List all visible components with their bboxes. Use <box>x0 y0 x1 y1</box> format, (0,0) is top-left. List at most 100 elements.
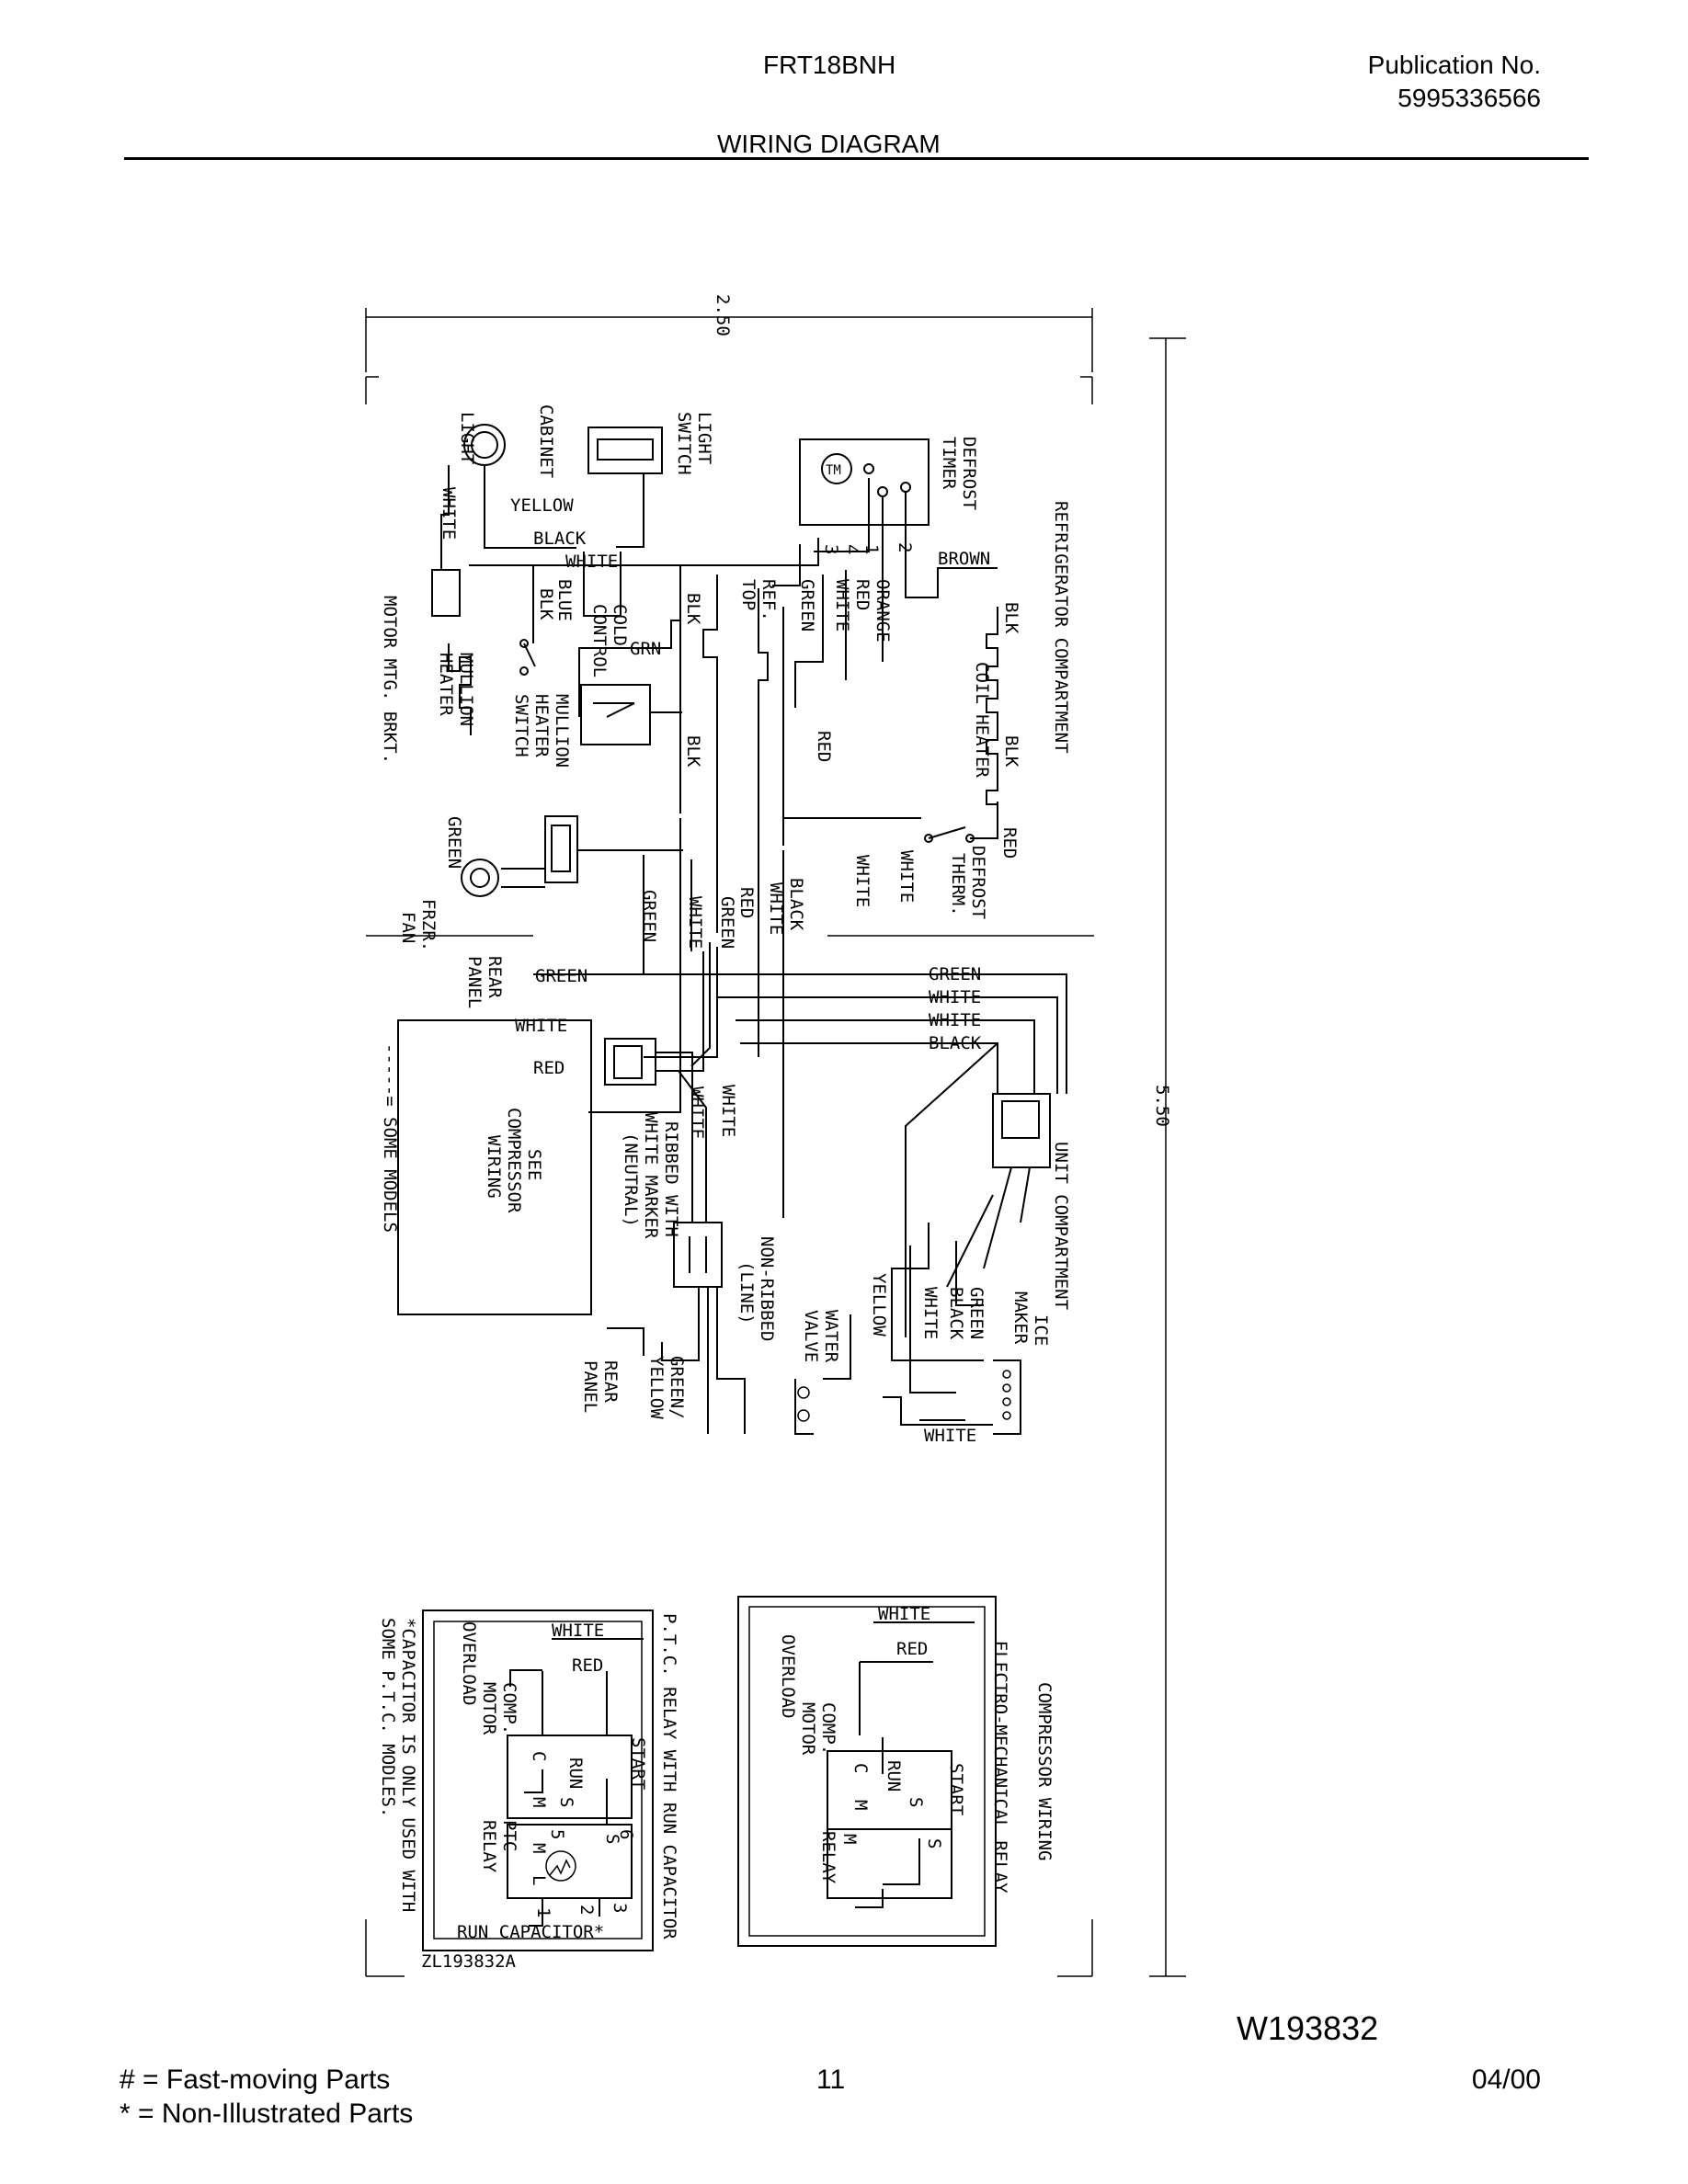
ptc-c-label: C <box>529 1751 549 1761</box>
water-valve-label-1: WATER <box>821 1310 841 1363</box>
mullion-heater <box>431 569 472 735</box>
wire-label-red-coil: RED <box>999 827 1020 859</box>
header-rule <box>124 157 1589 160</box>
ptc-white-label: WHITE <box>552 1621 604 1641</box>
rear-panel-2-label-2: PANEL <box>580 1360 600 1413</box>
green-yellow-label-2: YELLOW <box>646 1356 667 1419</box>
ptc-run-capacitor-label: RUN CAPACITOR* <box>457 1922 604 1942</box>
ribbed-label-3: (NEUTRAL) <box>621 1132 641 1227</box>
wire-label-blk-coil-1: BLK <box>1001 602 1021 634</box>
wire-label-blk-1: BLK <box>536 588 556 620</box>
em-comp-label-1: COMP. <box>818 1702 838 1755</box>
wire-label-white-lower-1: WHITE <box>718 1085 738 1137</box>
ptc-terminal-6: 6 <box>616 1829 636 1839</box>
ptc-ptc-label-1: PTC <box>499 1820 519 1851</box>
see-compressor-label-3: WIRING <box>484 1135 504 1199</box>
water-valve-label-2: VALVE <box>801 1310 821 1362</box>
motor-bracket-label: MOTOR MTG. BRKT. <box>380 596 400 764</box>
unit-compartment-label: UNIT COMPARTMENT <box>1051 1142 1071 1310</box>
model-number: FRT18BNH <box>763 51 896 79</box>
wire-label-green-vert: GREEN <box>717 896 737 949</box>
wire-label-white-vert: WHITE <box>766 882 786 935</box>
timer-terminal-4: 4 <box>841 544 861 554</box>
ptc-overload-label: OVERLOAD <box>459 1621 479 1706</box>
publication-number: 5995336566 <box>1397 84 1541 112</box>
timer-terminal-3: 3 <box>821 544 841 554</box>
defrost-timer: TM <box>799 438 930 526</box>
page-title: WIRING DIAGRAM <box>717 130 941 158</box>
dimension-marks: 2.50 5.50 <box>365 294 1186 1977</box>
wire-label-red-mid: RED <box>814 731 834 762</box>
wire-label-green-ice: GREEN <box>966 1287 987 1339</box>
ptc-relay-box <box>422 1610 654 1951</box>
nonribbed-label-2: (LINE) <box>736 1261 757 1325</box>
wire-label-brown: BROWN <box>938 549 990 569</box>
water-valve <box>794 1379 814 1435</box>
wire-label-yellow-valve: YELLOW <box>869 1273 889 1337</box>
wire-label-black-vert: BLACK <box>786 878 806 931</box>
em-run-label: RUN <box>884 1760 904 1792</box>
diagram-code: W193832 <box>1237 2009 1379 2047</box>
coil-heater-label: COIL HEATER <box>972 662 992 778</box>
timer-terminal-2: 2 <box>895 542 915 552</box>
compressor-plug <box>604 1038 656 1086</box>
wire-label-red-plug: RED <box>533 1058 565 1078</box>
green-yellow-label-1: GREEN/ <box>667 1356 687 1419</box>
ribbed-label-2: WHITE MARKER <box>641 1112 661 1239</box>
wire-harness <box>440 465 1067 1434</box>
wire-label-white-lower-2: WHITE <box>687 1086 707 1139</box>
wire-label-white-light: WHITE <box>439 487 459 540</box>
mullion-heater-switch <box>519 639 536 676</box>
ptc-start-label: START <box>628 1737 648 1790</box>
unit-compartment-plug <box>992 1093 1051 1168</box>
light-label: LIGHT <box>457 412 477 464</box>
wire-label-white-vert-2: WHITE <box>685 896 705 949</box>
mullion-heater-label-1: MULLION <box>456 653 476 726</box>
page-number: 11 <box>816 2065 846 2095</box>
rear-panel-label-2: PANEL <box>464 956 485 1008</box>
ice-maker-label-2: MAKER <box>1010 1291 1031 1345</box>
mullion-switch-label-3: SWITCH <box>511 694 531 757</box>
ice-maker-connector <box>993 1359 1021 1435</box>
footer-date: 04/00 <box>1471 2065 1541 2095</box>
ptc-red-label: RED <box>572 1655 603 1676</box>
wire-label-white-bottom: WHITE <box>924 1426 976 1446</box>
legend-non-illustrated: * = Non-Illustrated Parts <box>120 2099 414 2129</box>
ref-top-label-1: REF. <box>758 579 779 621</box>
rear-panel-label-1: REAR <box>485 956 505 998</box>
ptc-s-label: S <box>556 1797 576 1807</box>
em-s-label-2: S <box>924 1838 944 1848</box>
wire-label-black: BLACK <box>533 529 587 549</box>
dim-width-label: 2.50 <box>713 294 733 336</box>
wire-label-white-ice: WHITE <box>920 1287 941 1339</box>
em-s-label: S <box>906 1797 926 1807</box>
ptc-ptc-label-2: RELAY <box>479 1820 499 1873</box>
some-models-label: -----= SOME MODELS <box>380 1043 400 1233</box>
timer-terminal-1: 1 <box>861 544 882 554</box>
ptc-comp-label-2: MOTOR <box>479 1682 499 1735</box>
wire-label-green-timer: GREEN <box>797 579 817 631</box>
em-relay-label: RELAY <box>818 1831 838 1884</box>
ptc-title: P.T.C. RELAY WITH RUN CAPACITOR <box>659 1613 679 1939</box>
ptc-m-label-1: M <box>529 1797 549 1807</box>
wire-label-white-therm-1: WHITE <box>852 855 873 907</box>
ptc-l-label: L <box>529 1875 549 1885</box>
legend-fast-moving: # = Fast-moving Parts <box>120 2065 391 2095</box>
wire-label-green-rear: GREEN <box>535 966 587 986</box>
defrost-timer-label-1: DEFROST <box>959 437 979 510</box>
wire-label-blue: BLUE <box>554 579 575 621</box>
frzr-fan-label-1: FRZR. <box>418 899 439 951</box>
ptc-terminal-2: 2 <box>576 1905 597 1915</box>
wire-label-white: WHITE <box>565 552 618 572</box>
ptc-run-label: RUN <box>565 1757 586 1789</box>
rear-panel-2-label-1: REAR <box>600 1360 621 1403</box>
em-relay-box <box>737 1596 997 1947</box>
em-overload-label: OVERLOAD <box>778 1634 798 1719</box>
ptc-code: ZL193832A <box>421 1951 517 1972</box>
ptc-note-1: *CAPACITOR IS ONLY USED WITH <box>398 1618 418 1912</box>
dim-height-label: 5.50 <box>1152 1085 1172 1127</box>
wire-label-green-right: GREEN <box>929 964 981 984</box>
light-switch-label-2: SWITCH <box>674 412 694 475</box>
ice-maker-label-1: ICE <box>1031 1314 1051 1346</box>
